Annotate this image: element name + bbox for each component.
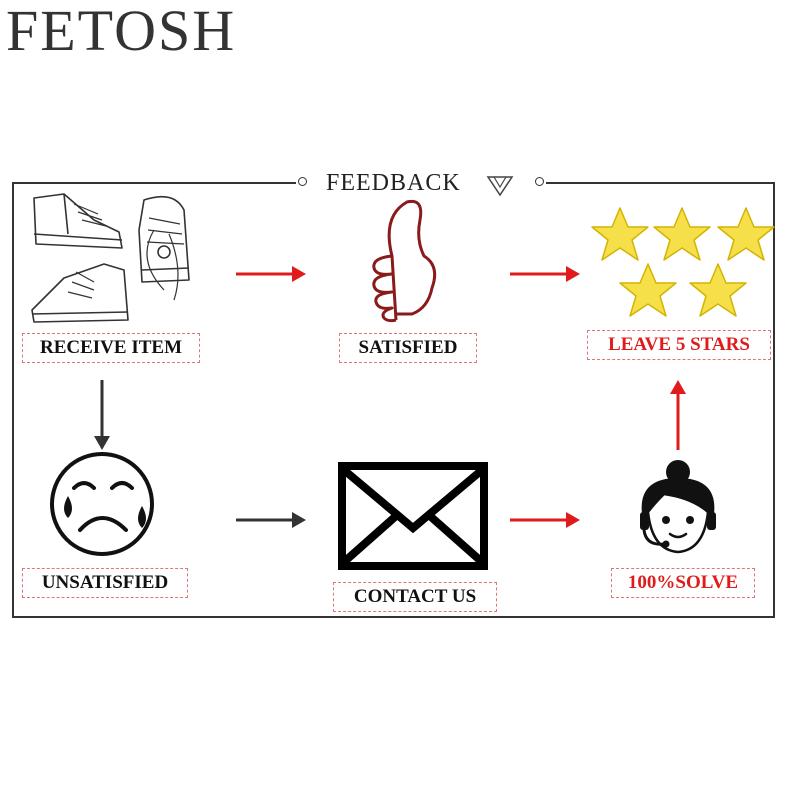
sad-face-icon (50, 452, 154, 556)
contact-us-label: CONTACT US (333, 582, 497, 612)
frame-title-right-dot (535, 177, 544, 186)
satisfied-label: SATISFIED (339, 333, 477, 363)
frame-title: FEEDBACK (326, 170, 461, 196)
arrow-down-dark (94, 380, 110, 450)
arrow-right-dark (236, 512, 306, 528)
arrow-right-red-2 (510, 266, 580, 282)
frame-title-left-dot (298, 177, 307, 186)
triangle-logo-icon (486, 176, 514, 197)
100-percent-solve-label: 100%SOLVE (611, 568, 755, 598)
support-agent-icon (640, 460, 716, 554)
leave-5-stars-label: LEAVE 5 STARS (587, 330, 771, 360)
envelope-icon (338, 462, 488, 570)
receive-item-label: RECEIVE ITEM (22, 333, 200, 363)
brand-logo-text: FETOSH (6, 0, 237, 63)
frame-title-background (296, 166, 546, 200)
unsatisfied-label: UNSATISFIED (22, 568, 188, 598)
thumbs-up-icon (372, 199, 437, 323)
five-stars-icon (591, 207, 775, 317)
arrow-right-red-1 (236, 266, 306, 282)
arrow-up-red (670, 380, 686, 450)
sneakers-icon (31, 193, 190, 323)
arrow-right-red-3 (510, 512, 580, 528)
